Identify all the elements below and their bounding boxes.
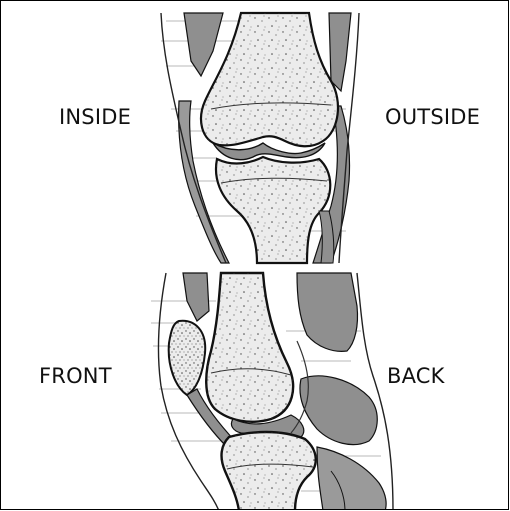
calf-muscle bbox=[317, 447, 386, 510]
quadriceps-tendon bbox=[183, 273, 209, 321]
knee-front-view bbox=[161, 13, 359, 263]
patella-texture bbox=[169, 321, 206, 395]
label-back: BACK bbox=[387, 364, 445, 388]
label-outside: OUTSIDE bbox=[385, 105, 480, 129]
tibia-front-texture bbox=[216, 157, 330, 263]
outside-muscle-upper bbox=[329, 13, 351, 91]
label-inside: INSIDE bbox=[59, 105, 131, 129]
knee-side-view bbox=[151, 273, 393, 510]
femur-front-texture bbox=[201, 13, 338, 146]
gastrocnemius-upper bbox=[300, 376, 377, 445]
label-front: FRONT bbox=[39, 364, 112, 388]
inside-muscle bbox=[184, 13, 223, 76]
hamstring-muscle bbox=[297, 273, 358, 351]
